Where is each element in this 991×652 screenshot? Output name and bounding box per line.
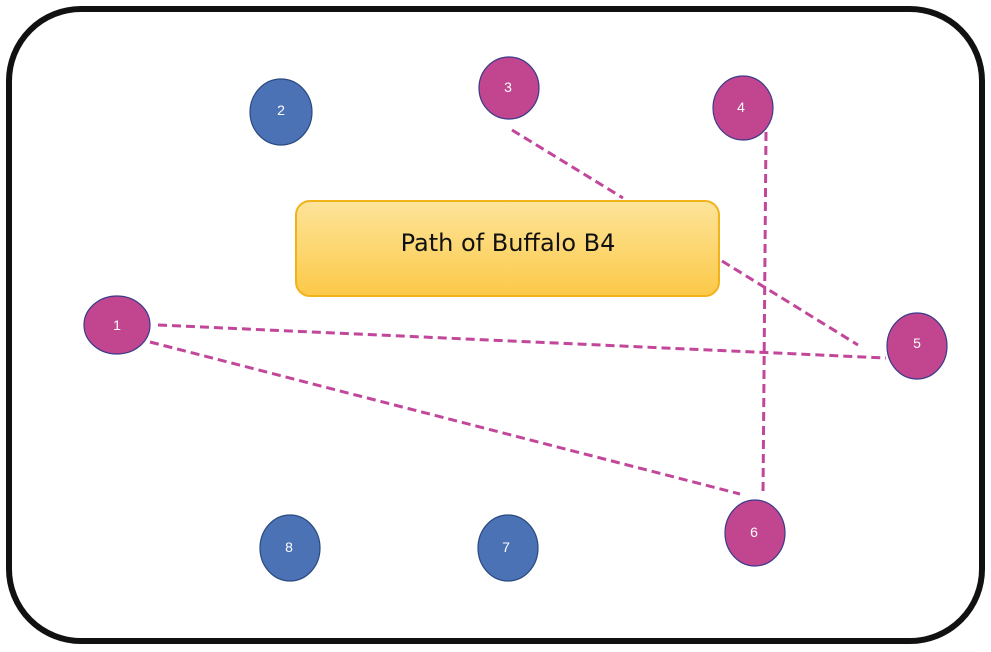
node-7-label: 7 [502, 539, 510, 555]
path-edge-4-6 [761, 131, 768, 496]
path-edge-3-5 [511, 128, 624, 200]
node-2-label: 2 [277, 102, 285, 118]
node-7 [477, 514, 539, 582]
path-edges [149, 128, 887, 496]
node-8-label: 8 [285, 539, 293, 555]
node-4-label: 4 [737, 99, 745, 115]
node-6 [724, 499, 786, 567]
node-4 [712, 75, 774, 141]
node-3-label: 3 [504, 79, 512, 95]
node-3 [478, 56, 540, 120]
node-5 [886, 312, 948, 380]
diagram-title: Path of Buffalo B4 [401, 229, 616, 257]
nodes: 1 2 3 4 5 6 7 8 [83, 56, 948, 582]
frame-border [6, 6, 985, 644]
path-edge-3-5-continued [721, 259, 859, 347]
node-8 [259, 514, 321, 582]
node-1 [83, 295, 151, 355]
path-edge-1-5 [157, 323, 887, 360]
node-5-label: 5 [913, 335, 921, 351]
path-edge-1-6 [149, 340, 741, 496]
title-box [295, 200, 720, 297]
node-2 [249, 78, 313, 146]
node-6-label: 6 [750, 524, 758, 540]
node-1-label: 1 [113, 317, 121, 333]
